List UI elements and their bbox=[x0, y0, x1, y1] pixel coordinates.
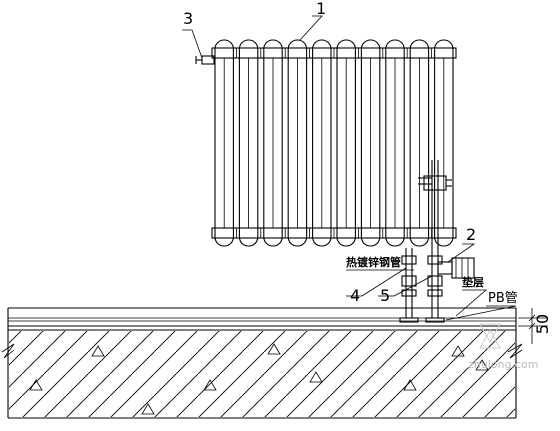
radiator-section bbox=[434, 39, 454, 247]
radiator-section bbox=[238, 39, 259, 247]
radiator-body bbox=[211, 39, 457, 247]
dimension-50 bbox=[518, 308, 548, 344]
cushion-layer-leader bbox=[455, 289, 488, 317]
break-marks bbox=[1, 343, 523, 359]
part-label-3: 3 bbox=[183, 9, 193, 28]
dimension-label: 50 bbox=[533, 314, 552, 334]
radiator-section bbox=[214, 39, 234, 247]
leader-1 bbox=[299, 15, 323, 41]
part-label-1: 1 bbox=[316, 0, 326, 18]
leader-4-5 bbox=[346, 267, 433, 297]
radiator-section bbox=[336, 39, 356, 247]
floor-construction bbox=[7, 307, 517, 419]
part-label-2: 2 bbox=[466, 225, 476, 244]
leader-3 bbox=[182, 29, 203, 59]
cushion-layer-label: 垫层 bbox=[462, 275, 484, 289]
aggregate-symbols bbox=[29, 343, 489, 415]
watermark-text: zhulong.com bbox=[468, 358, 538, 371]
air-vent bbox=[195, 55, 215, 65]
watermark-logo bbox=[479, 323, 501, 349]
galvanized-pipe-label: 热镀锌钢管 bbox=[346, 255, 401, 269]
radiator-section bbox=[385, 39, 405, 247]
pb-pipe-leader bbox=[445, 305, 517, 321]
part-label-5: 5 bbox=[380, 286, 390, 305]
part-label-4: 4 bbox=[350, 286, 360, 305]
radiator-section bbox=[409, 39, 430, 247]
leader-2 bbox=[447, 243, 476, 263]
radiator-section bbox=[360, 39, 381, 247]
radiator-section bbox=[287, 39, 308, 247]
radiator-section bbox=[312, 39, 332, 247]
pb-pipe-label: PB管 bbox=[488, 291, 518, 306]
radiator-section bbox=[263, 39, 283, 247]
